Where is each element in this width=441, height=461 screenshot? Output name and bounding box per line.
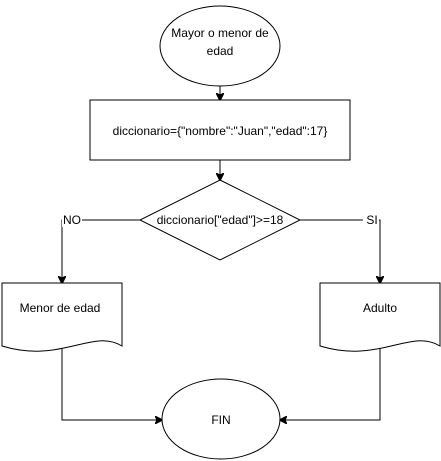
start-label-line-2: edad (207, 44, 234, 58)
adult-label: Adulto (363, 301, 397, 315)
decision-label: diccionario["edad"]>=18 (157, 213, 284, 227)
minor-document-shape (1, 282, 123, 352)
adult-document-shape (319, 282, 441, 352)
end-node: FIN (161, 378, 281, 460)
minor-label: Menor de edad (20, 301, 101, 315)
edge-label-yes: SI (363, 213, 379, 227)
start-ellipse (159, 5, 281, 87)
edge-decision-to-minor (62, 219, 140, 283)
start-node: Mayor o menor de edad (159, 5, 281, 87)
start-label-line-1: Mayor o menor de (171, 26, 269, 40)
edge-adult-to-end (280, 346, 381, 420)
decision-node: diccionario["edad"]>=18 (138, 179, 302, 261)
edge-label-no: NO (62, 213, 82, 227)
edge-label-no-text: NO (63, 213, 81, 227)
assign-node: diccionario={"nombre":"Juan","edad":17} (89, 99, 351, 161)
decision-diamond (138, 179, 302, 261)
edge-minor-to-end (61, 346, 162, 420)
adult-node: Adulto (319, 282, 441, 352)
assign-rectangle (89, 99, 351, 161)
assign-label: diccionario={"nombre":"Juan","edad":17} (113, 124, 328, 138)
end-ellipse (161, 378, 281, 460)
end-label: FIN (211, 413, 230, 427)
minor-node: Menor de edad (1, 282, 123, 352)
edge-decision-to-adult (300, 219, 380, 283)
edge-label-yes-text: SI (366, 213, 377, 227)
